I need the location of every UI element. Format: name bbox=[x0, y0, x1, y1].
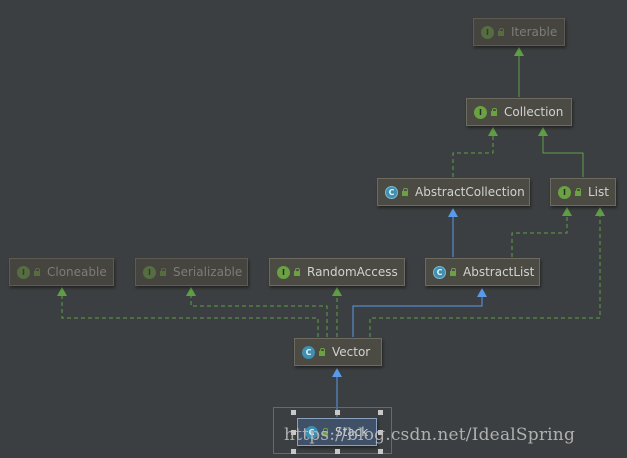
edge-vector-list bbox=[369, 207, 605, 337]
edge-list-collection bbox=[538, 127, 584, 177]
node-label: RandomAccess bbox=[307, 265, 398, 279]
resize-handle[interactable] bbox=[291, 449, 296, 454]
edge-vector-serializable bbox=[186, 287, 328, 337]
resize-handle[interactable] bbox=[335, 410, 340, 415]
node-stack[interactable]: C Stack bbox=[297, 418, 377, 446]
node-collection[interactable]: I Collection bbox=[466, 98, 572, 126]
node-abstract-collection[interactable]: C AbstractCollection bbox=[377, 178, 530, 206]
lock-icon bbox=[490, 108, 498, 116]
lock-icon bbox=[293, 268, 301, 276]
watermark-text: https://blog.csdn.net/IdealSpring bbox=[284, 425, 576, 445]
node-label: Cloneable bbox=[47, 265, 107, 279]
node-vector[interactable]: C Vector bbox=[294, 338, 382, 366]
interface-icon: I bbox=[474, 105, 487, 119]
resize-handle[interactable] bbox=[291, 430, 296, 435]
resize-handle[interactable] bbox=[291, 410, 296, 415]
class-icon: C bbox=[302, 345, 315, 359]
interface-icon: I bbox=[481, 25, 494, 39]
node-list[interactable]: I List bbox=[550, 178, 616, 206]
selection-outline bbox=[273, 407, 392, 454]
edge-abstractlist-abstractcollection bbox=[448, 208, 458, 257]
node-random-access[interactable]: I RandomAccess bbox=[269, 258, 405, 286]
lock-icon bbox=[401, 188, 409, 196]
node-label: AbstractList bbox=[463, 265, 535, 279]
node-label: Collection bbox=[504, 105, 564, 119]
node-label: AbstractCollection bbox=[415, 185, 525, 199]
interface-icon: I bbox=[277, 265, 290, 279]
lock-icon bbox=[321, 428, 329, 436]
lock-icon bbox=[449, 268, 457, 276]
edge-abstractlist-list bbox=[511, 207, 572, 257]
resize-handle[interactable] bbox=[335, 449, 340, 454]
edge-collection-iterable bbox=[514, 47, 524, 97]
lock-icon bbox=[497, 28, 505, 36]
edge-vector-cloneable bbox=[57, 287, 319, 337]
lock-icon bbox=[318, 348, 326, 356]
lock-icon bbox=[574, 188, 582, 196]
edge-abstractcollection-collection bbox=[452, 127, 498, 177]
node-iterable[interactable]: I Iterable bbox=[473, 18, 565, 46]
node-label: Vector bbox=[332, 345, 371, 359]
lock-icon bbox=[159, 268, 167, 276]
node-label: Serializable bbox=[173, 265, 243, 279]
edge-vector-abstractlist bbox=[352, 288, 487, 337]
interface-icon: I bbox=[17, 265, 30, 279]
class-icon: C bbox=[305, 425, 318, 439]
resize-handle[interactable] bbox=[378, 410, 383, 415]
abstract-class-icon: C bbox=[433, 265, 446, 279]
node-label: List bbox=[588, 185, 609, 199]
node-label: Iterable bbox=[511, 25, 558, 39]
lock-icon bbox=[33, 268, 41, 276]
resize-handle[interactable] bbox=[378, 430, 383, 435]
interface-icon: I bbox=[143, 265, 156, 279]
node-cloneable[interactable]: I Cloneable bbox=[9, 258, 114, 286]
interface-icon: I bbox=[558, 185, 571, 199]
resize-handle[interactable] bbox=[378, 449, 383, 454]
edge-vector-randomaccess bbox=[332, 287, 342, 337]
node-abstract-list[interactable]: C AbstractList bbox=[425, 258, 540, 286]
node-serializable[interactable]: I Serializable bbox=[135, 258, 248, 286]
abstract-class-icon: C bbox=[385, 185, 398, 199]
node-label: Stack bbox=[335, 425, 369, 439]
